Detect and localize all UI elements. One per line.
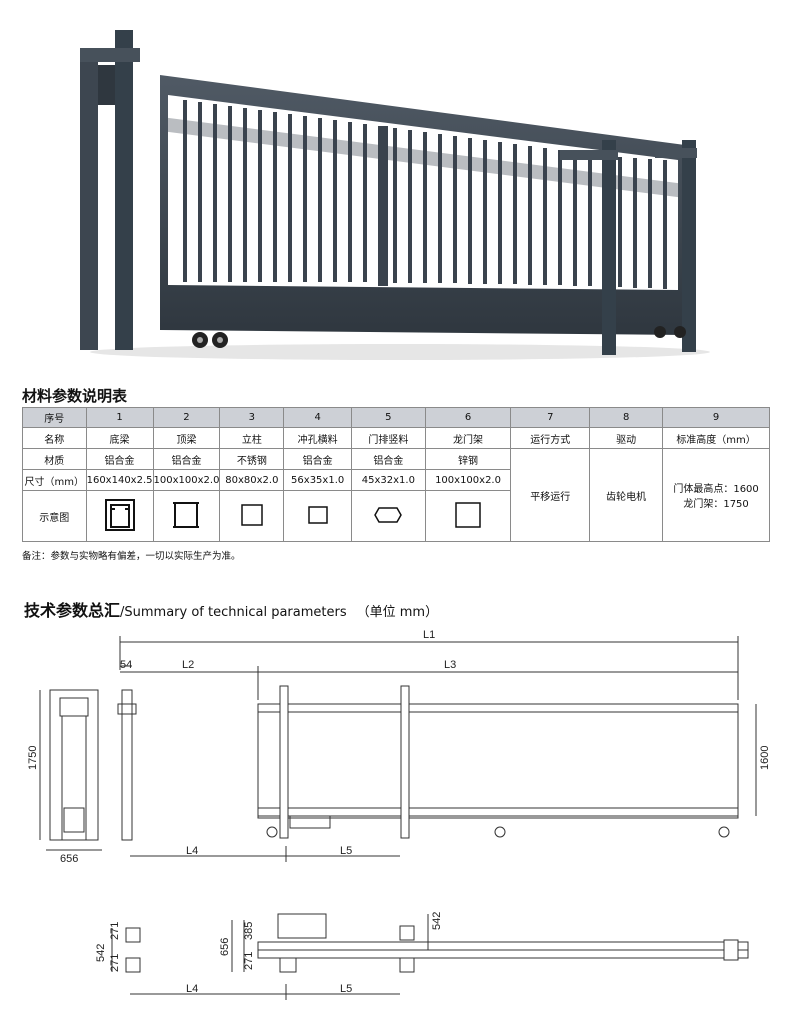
table-cell: 铝合金 xyxy=(351,448,426,470)
table-note: 备注：参数与实物略有偏差，一切以实际生产为准。 xyxy=(22,551,241,562)
summary-unit: （单位 mm） xyxy=(356,605,439,620)
table-cell: 锌钢 xyxy=(424,448,512,470)
post-profile-icon xyxy=(219,490,285,542)
dim-L4: L4 xyxy=(186,845,198,857)
table-row: 名称 底梁 顶梁 立柱 冲孔横料 门排竖料 龙门架 运行方式 驱动 标准高度（m… xyxy=(22,427,770,449)
material-parameter-table: 序号 1 2 3 4 5 6 7 8 9 名称 底梁 顶梁 立柱 冲孔横料 门排… xyxy=(22,407,770,542)
header-cell: 3 xyxy=(219,407,285,428)
dim-L4-plan: L4 xyxy=(186,983,198,995)
dim-656-plan: 656 xyxy=(219,938,231,956)
dim-L5-plan: L5 xyxy=(340,983,352,995)
dim-54: 54 xyxy=(120,659,132,671)
dim-385: 385 xyxy=(243,922,255,940)
table-cell: 铝合金 xyxy=(152,448,221,470)
table-cell: 龙门架 xyxy=(424,427,512,449)
table-cell: 160x140x2.5 xyxy=(85,469,154,491)
height-line-1: 门体最高点：1600 xyxy=(673,484,759,495)
dim-L1: L1 xyxy=(423,629,435,641)
dim-271-a: 271 xyxy=(109,922,121,940)
table-cell: 名称 xyxy=(22,427,87,449)
table-cell: 45x32x1.0 xyxy=(351,469,426,491)
dim-L5: L5 xyxy=(340,845,352,857)
gantry-profile-icon xyxy=(424,490,512,542)
dim-L3: L3 xyxy=(444,659,456,671)
dim-1750: 1750 xyxy=(27,746,39,770)
table-cell: 冲孔横料 xyxy=(283,427,353,449)
header-cell: 7 xyxy=(510,407,591,428)
header-cell: 9 xyxy=(662,407,770,428)
table-cell: 不锈钢 xyxy=(219,448,285,470)
dim-542: 542 xyxy=(95,944,107,962)
top-beam-profile-icon xyxy=(152,490,221,542)
summary-title-cn: 技术参数总汇 xyxy=(24,601,121,620)
dim-542-plan: 542 xyxy=(431,912,443,930)
summary-heading: 技术参数总汇/Summary of technical parameters （单… xyxy=(24,597,438,621)
header-cell: 6 xyxy=(424,407,512,428)
table-cell: 驱动 xyxy=(589,427,664,449)
table-cell: 门排竖料 xyxy=(351,427,426,449)
table-cell: 100x100x2.0 xyxy=(152,469,221,491)
table-cell: 底梁 xyxy=(85,427,154,449)
dim-1600: 1600 xyxy=(759,746,771,770)
dim-L2: L2 xyxy=(182,659,194,671)
material-table-title: 材料参数说明表 xyxy=(22,387,128,405)
operation-cell: 平移运行 xyxy=(510,448,591,542)
table-cell: 顶梁 xyxy=(152,427,221,449)
summary-title-en: /Summary of technical parameters xyxy=(120,605,347,620)
height-cell: 门体最高点：1600 龙门架：1750 xyxy=(662,448,770,542)
header-cell: 1 xyxy=(85,407,154,428)
height-line-2: 龙门架：1750 xyxy=(683,499,749,510)
header-cell: 5 xyxy=(351,407,426,428)
bottom-beam-profile-icon xyxy=(85,490,154,542)
technical-drawing: L1 54 L2 L3 1750 1600 656 L4 L5 542 271 … xyxy=(27,629,771,1000)
crossbar-profile-icon xyxy=(283,490,353,542)
header-cell: 4 xyxy=(283,407,353,428)
table-cell: 立柱 xyxy=(219,427,285,449)
table-cell: 56x35x1.0 xyxy=(283,469,353,491)
table-row: 示意图 xyxy=(22,490,770,542)
header-cell: 2 xyxy=(152,407,221,428)
table-row: 材质 铝合金 铝合金 不锈钢 铝合金 铝合金 锌钢 平移运行 齿轮电机 门体最高… xyxy=(22,448,770,542)
table-row: 尺寸（mm） 160x140x2.5 100x100x2.0 80x80x2.0… xyxy=(22,469,770,491)
table-header-row: 序号 1 2 3 4 5 6 7 8 9 xyxy=(22,407,770,428)
table-cell: 80x80x2.0 xyxy=(219,469,285,491)
table-cell: 尺寸（mm） xyxy=(22,469,87,491)
table-cell: 铝合金 xyxy=(85,448,154,470)
table-cell: 100x100x2.0 xyxy=(424,469,512,491)
dim-656: 656 xyxy=(60,853,78,865)
header-cell: 序号 xyxy=(22,407,87,428)
drive-cell: 齿轮电机 xyxy=(589,448,664,542)
gate-illustration xyxy=(80,30,710,360)
table-cell: 运行方式 xyxy=(510,427,591,449)
dim-271-b: 271 xyxy=(109,954,121,972)
table-cell: 铝合金 xyxy=(283,448,353,470)
table-cell: 标准高度（mm） xyxy=(662,427,770,449)
vertical-bar-profile-icon xyxy=(351,490,426,542)
table-cell: 材质 xyxy=(22,448,87,470)
table-cell: 示意图 xyxy=(22,490,87,542)
header-cell: 8 xyxy=(589,407,664,428)
dim-271-c: 271 xyxy=(243,952,255,970)
